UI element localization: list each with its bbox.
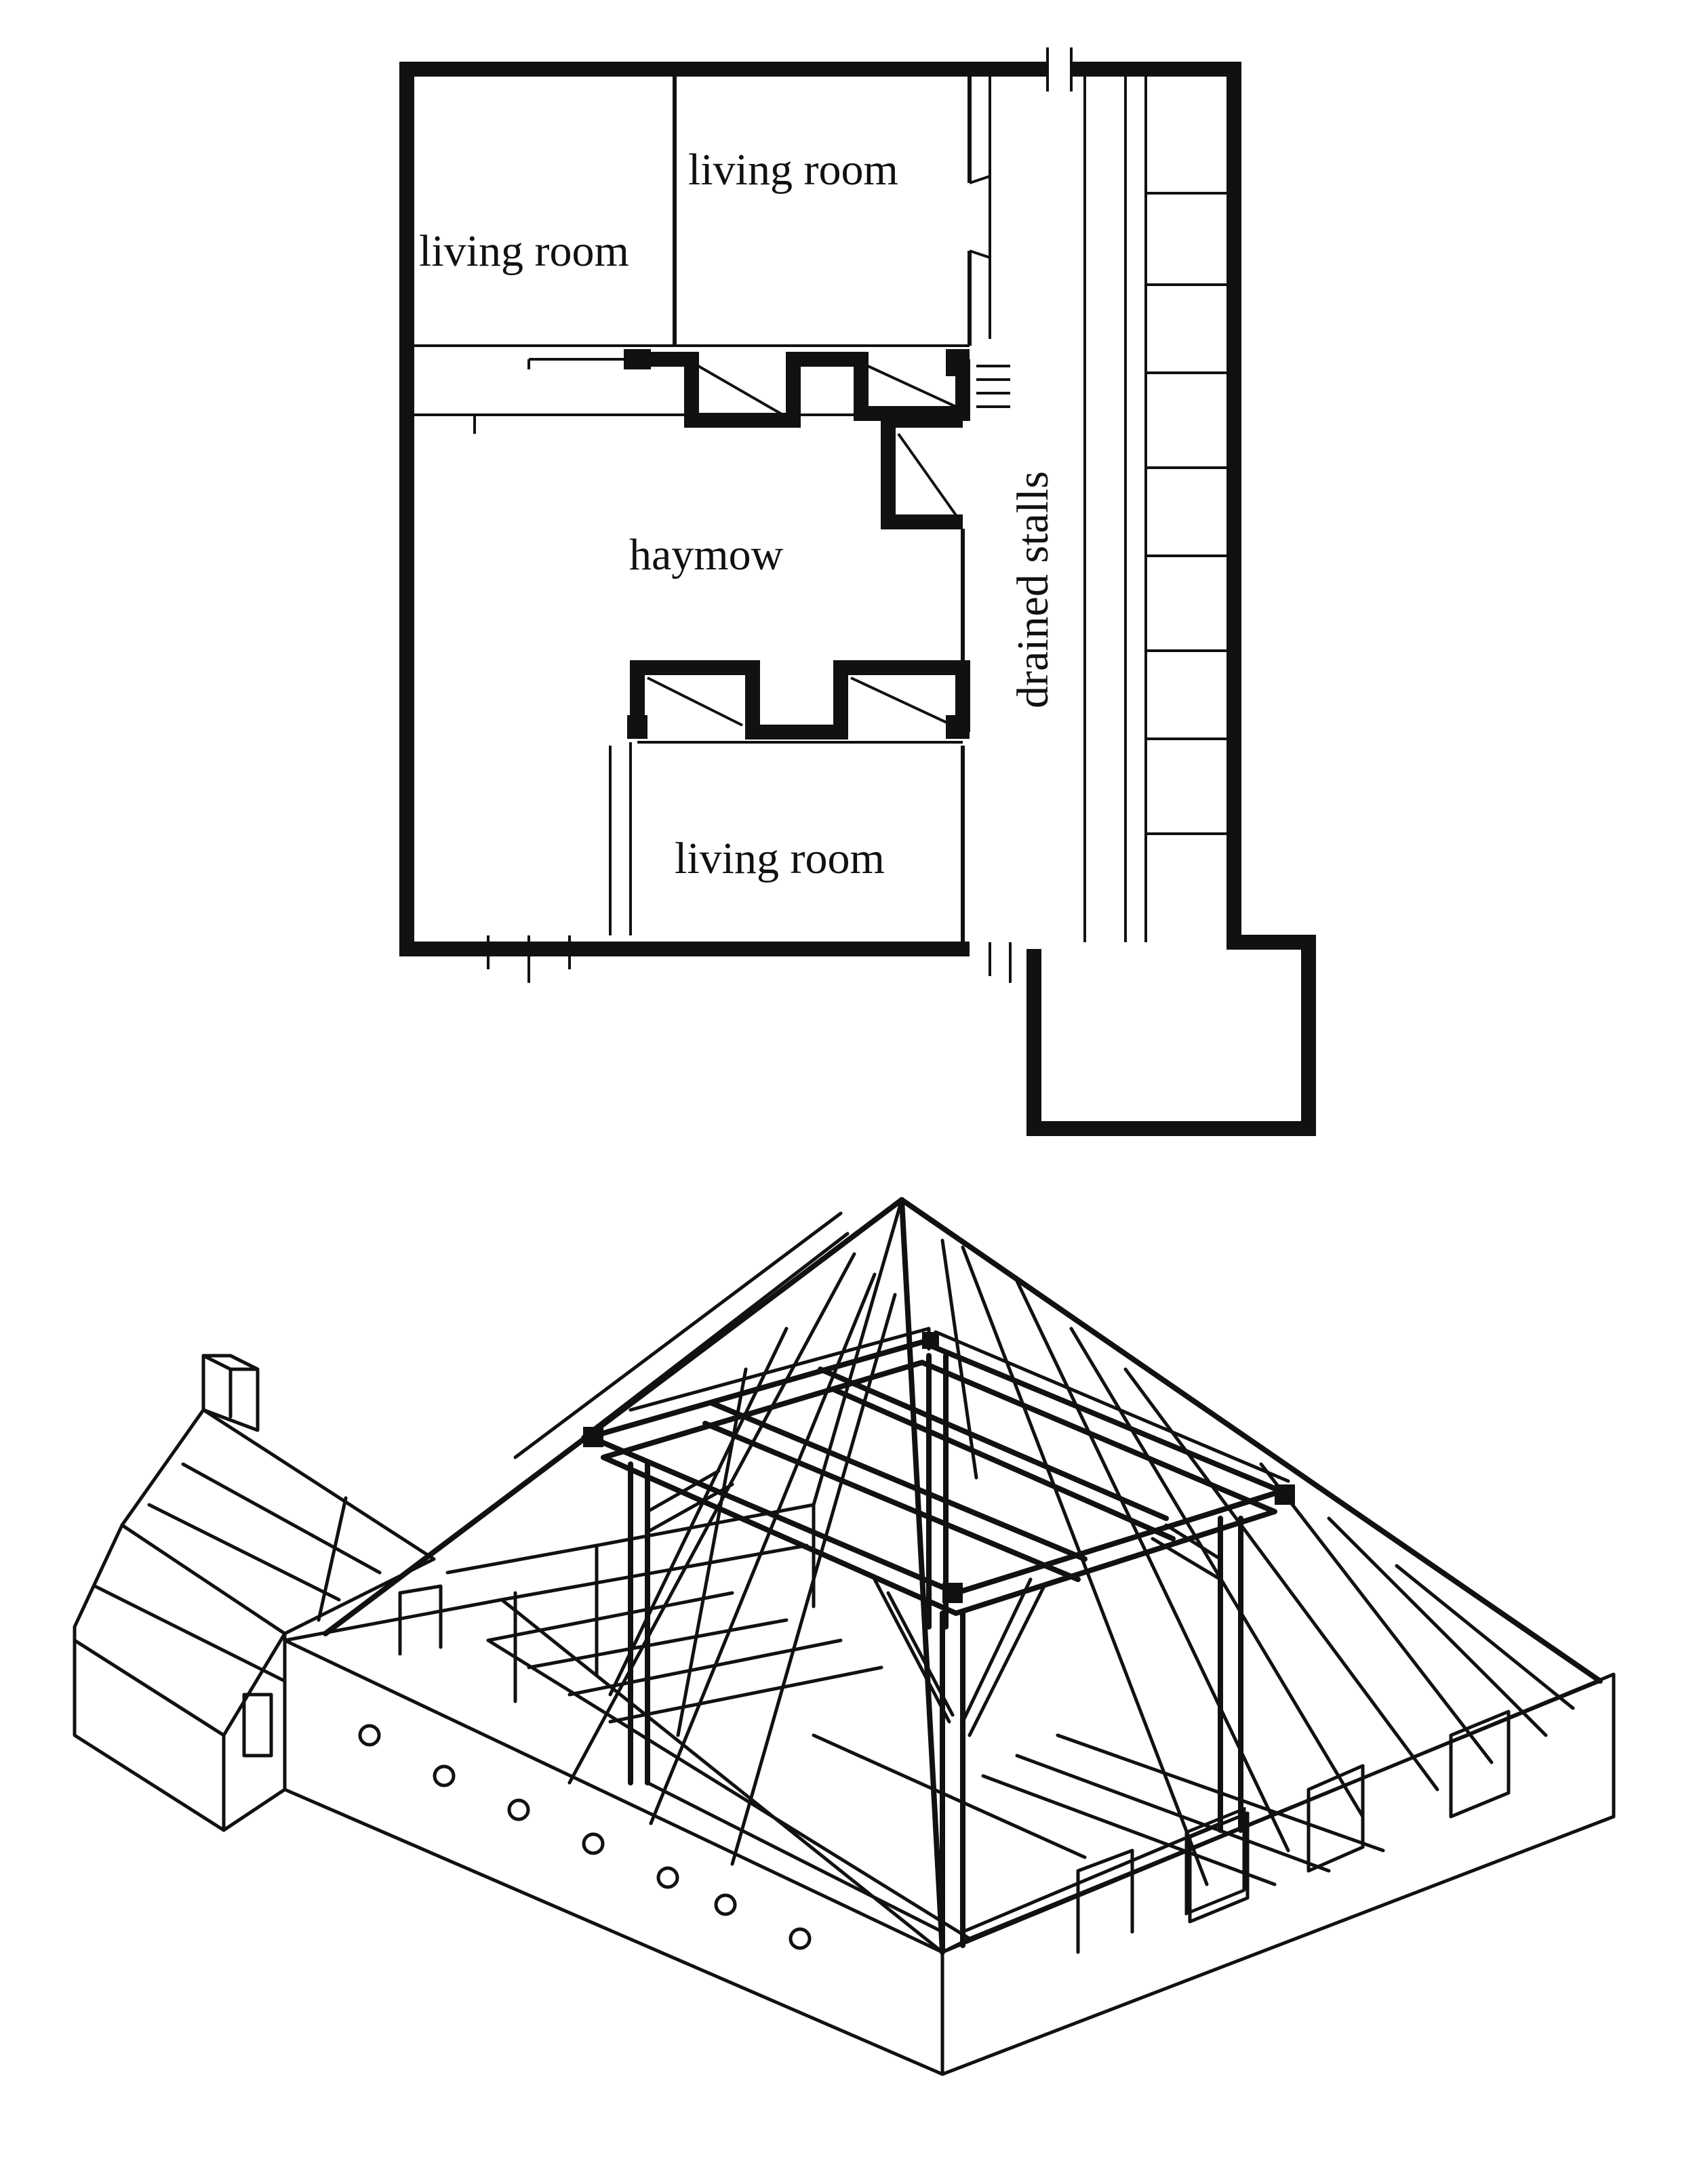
main-outer-wall <box>399 62 1048 956</box>
label-living-room-top: living room <box>688 145 898 195</box>
label-drained-stalls: drained stalls <box>1008 471 1058 708</box>
upper-chimney-block <box>624 349 1010 529</box>
floor-plan: living room living room haymow drained s… <box>399 47 1316 1136</box>
axonometric-view <box>73 1197 1616 2076</box>
label-living-room-left: living room <box>419 226 629 276</box>
lower-chimney-block <box>609 529 970 942</box>
plan-ticks <box>487 935 1012 983</box>
label-haymow: haymow <box>629 530 784 580</box>
upper-partitions <box>414 75 991 434</box>
label-living-room-bottom: living room <box>675 834 885 883</box>
stall-outer-wall <box>1026 62 1316 1136</box>
main-house-walls <box>283 1503 1616 2076</box>
floor-joists <box>486 1591 1385 1886</box>
central-frame <box>583 1327 1295 1955</box>
stall-row <box>1083 75 1229 942</box>
